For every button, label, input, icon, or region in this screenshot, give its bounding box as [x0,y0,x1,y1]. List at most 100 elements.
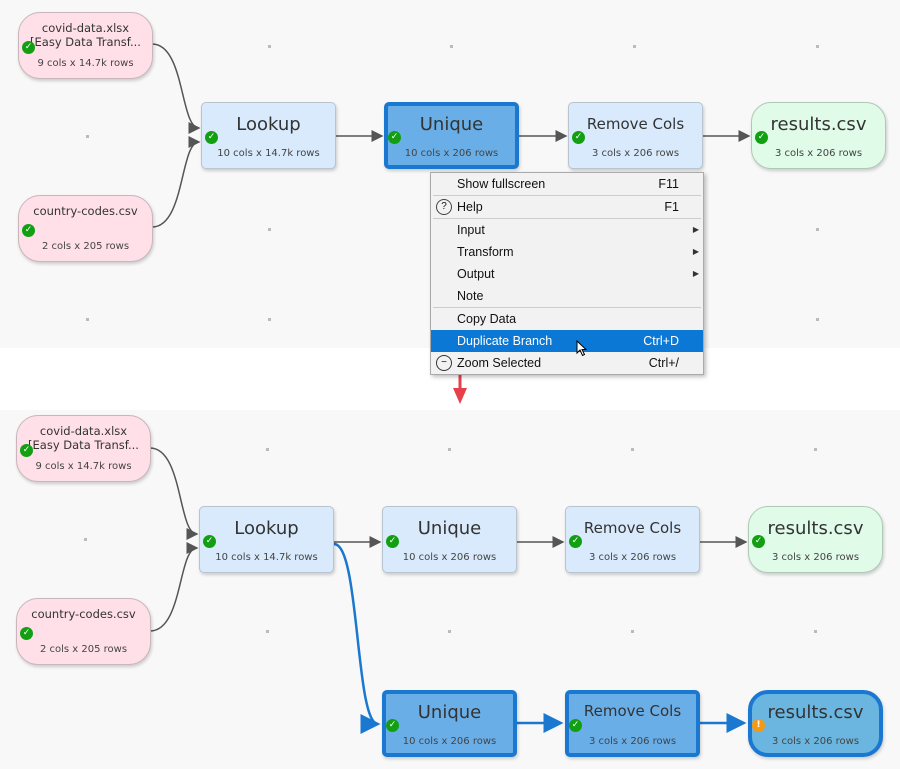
menu-label: Output [457,267,495,281]
menu-item-note[interactable]: Note [431,285,703,307]
node-stats: 10 cols x 206 rows [402,552,497,563]
edge [151,43,201,134]
node-title: results.csv [767,518,864,539]
grid-dot [816,228,819,231]
node-title: covid-data.xlsx [39,424,128,438]
grid-dot [816,45,819,48]
menu-label: Transform [457,245,514,259]
edge [151,136,201,228]
node-lookup[interactable]: Lookup ✓ 10 cols x 14.7k rows [201,102,336,169]
menu-label: Input [457,223,485,237]
node-stats: 3 cols x 206 rows [591,148,680,159]
node-title: country-codes.csv [31,607,136,621]
grid-dot [268,45,271,48]
node-title: Unique [417,702,482,723]
menu-label: Note [457,289,484,303]
grid-dot [266,630,269,633]
node-remove-cols-duplicate[interactable]: Remove Cols✓3 cols x 206 rows [565,690,700,757]
grid-dot [631,448,634,451]
menu-item-input[interactable]: Input▶ [431,219,703,241]
check-icon: ✓ [203,535,216,548]
node-remove-cols[interactable]: Remove Cols✓3 cols x 206 rows [568,102,703,169]
check-icon: ✓ [569,719,582,732]
check-icon: ✓ [755,131,768,144]
menu-label: Help [457,200,483,214]
node-title: country-codes.csv [33,204,138,218]
node-stats: 10 cols x 206 rows [402,736,497,747]
submenu-arrow-icon: ▶ [692,269,699,278]
node-lookup[interactable]: Lookup✓10 cols x 14.7k rows [199,506,334,573]
menu-item-show-fullscreen[interactable]: Show fullscreen F11 [431,173,703,195]
shortcut: F1 [664,200,679,214]
node-title: Lookup [236,114,301,135]
node-stats: 3 cols x 206 rows [588,552,677,563]
connections [151,43,751,228]
menu-item-output[interactable]: Output ▶ [431,263,703,285]
canvas-after[interactable]: covid-data.xlsx[Easy Data Transf...✓9 co… [0,410,900,769]
node-stats: 3 cols x 206 rows [588,736,677,747]
zoom-icon: − [436,355,452,371]
node-title: Lookup [234,518,299,539]
shortcut: F11 [658,177,679,191]
node-stats: 10 cols x 206 rows [404,148,499,159]
node-stats: 3 cols x 206 rows [774,148,863,159]
node-title: [Easy Data Transf... [28,438,139,452]
menu-separator [433,195,701,196]
shortcut: Ctrl+D [643,334,679,348]
mouse-cursor-icon [576,340,588,357]
node-stats: 9 cols x 14.7k rows [35,461,132,472]
node-results-csv-duplicate[interactable]: results.csv!3 cols x 206 rows [748,690,883,757]
menu-item-copy-data[interactable]: Copy Data [431,308,703,330]
grid-dot [448,630,451,633]
grid-dot [84,538,87,541]
grid-dot [268,318,271,321]
node-unique-duplicate[interactable]: Unique✓10 cols x 206 rows [382,690,517,757]
node-title: results.csv [770,114,867,135]
menu-item-transform[interactable]: Transform ▶ [431,241,703,263]
check-icon: ✓ [205,131,218,144]
grid-dot [86,318,89,321]
node-covid-data[interactable]: covid-data.xlsx[Easy Data Transf...✓9 co… [16,415,151,482]
grid-dot [86,135,89,138]
node-title: Unique [417,518,482,539]
check-icon: ✓ [388,131,401,144]
menu-label: Show fullscreen [457,177,546,191]
check-icon: ✓ [752,535,765,548]
node-stats: 2 cols x 205 rows [39,644,128,655]
grid-dot [633,45,636,48]
connections [149,447,748,734]
grid-dot [448,448,451,451]
grid-dot [450,45,453,48]
help-circle-icon: ? [436,199,452,215]
node-unique[interactable]: Unique✓10 cols x 206 rows [382,506,517,573]
node-title: covid-data.xlsx [41,21,130,35]
submenu-arrow-icon: ▶ [692,247,699,256]
node-country-codes[interactable]: country-codes.csv ✓ 2 cols x 205 rows [18,195,153,262]
menu-label: Zoom Selected [457,356,542,370]
canvas-before[interactable]: covid-data.xlsx[Easy Data Transf...✓9 co… [0,0,900,348]
node-country-codes[interactable]: country-codes.csv✓2 cols x 205 rows [16,598,151,665]
node-unique-selected[interactable]: Unique✓10 cols x 206 rows [384,102,519,169]
menu-label: Copy Data [457,312,517,326]
warning-icon: ! [752,719,765,732]
menu-separator [433,307,701,308]
check-icon: ✓ [22,224,35,237]
node-stats: 10 cols x 14.7k rows [217,148,320,159]
check-icon: ✓ [20,444,33,457]
menu-label: Duplicate Branch [457,334,553,348]
menu-item-duplicate-branch[interactable]: Duplicate Branch Ctrl+D [431,330,703,357]
node-results-csv[interactable]: results.csv✓ 3 cols x 206 rows [751,102,886,169]
node-stats: 2 cols x 205 rows [41,241,130,252]
node-remove-cols[interactable]: Remove Cols✓3 cols x 206 rows [565,506,700,573]
node-covid-data[interactable]: covid-data.xlsx[Easy Data Transf...✓9 co… [18,12,153,79]
node-title: Remove Cols [583,519,682,537]
grid-dot [814,630,817,633]
node-stats: 9 cols x 14.7k rows [37,58,134,69]
node-results-csv[interactable]: results.csv✓3 cols x 206 rows [748,506,883,573]
menu-separator [433,218,701,219]
grid-dot [816,318,819,321]
check-icon: ✓ [22,41,35,54]
menu-item-help[interactable]: ? Help F1 [431,196,703,218]
